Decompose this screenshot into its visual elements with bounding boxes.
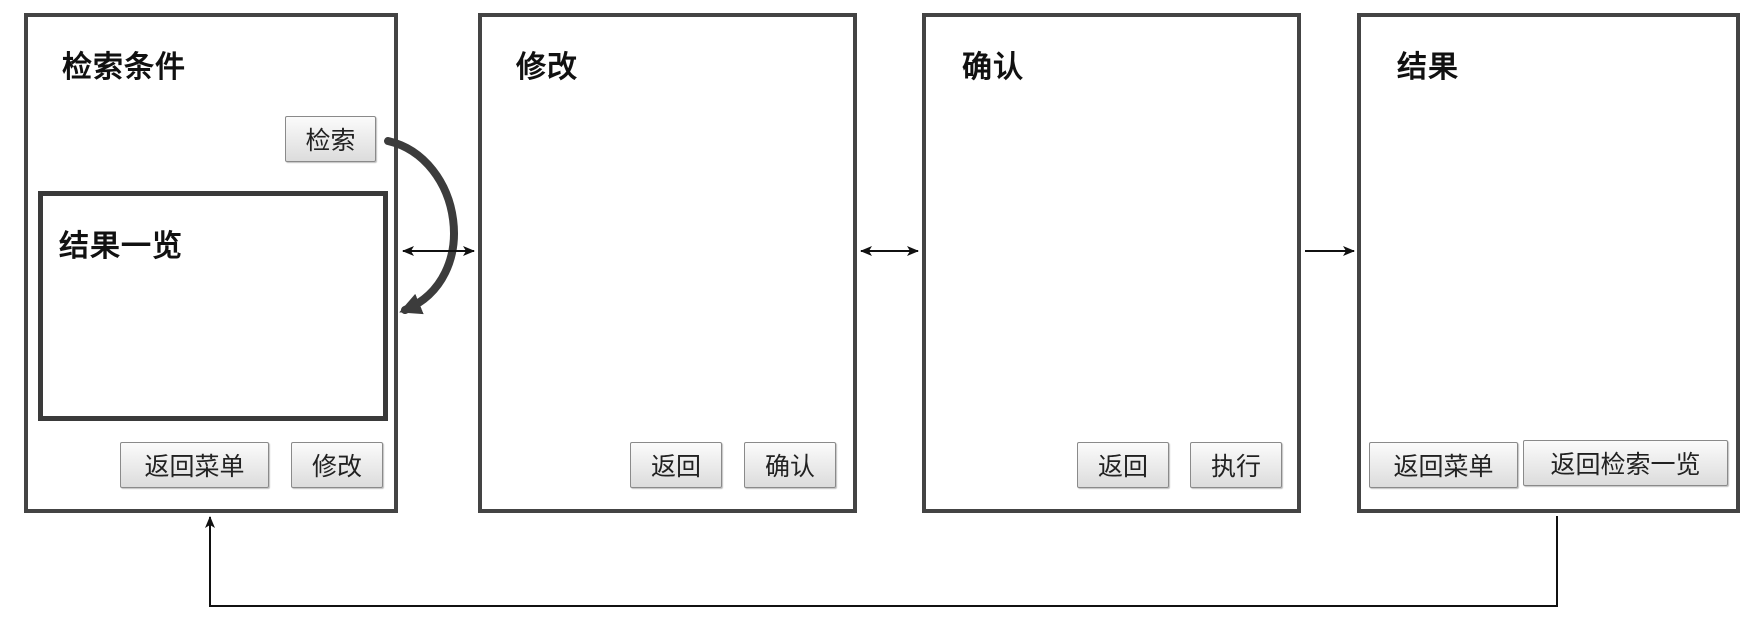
- modify-screen-title: 修改: [516, 50, 578, 85]
- results-list-title: 结果一览: [59, 229, 183, 264]
- execute-button[interactable]: 执行: [1190, 442, 1282, 488]
- search-screen-title: 检索条件: [62, 50, 186, 85]
- back-to-search-list-button[interactable]: 返回检索一览: [1523, 440, 1728, 486]
- results-list-panel: 结果一览: [38, 191, 388, 421]
- confirm-screen: 确认 返回 执行: [922, 13, 1301, 513]
- confirm-button[interactable]: 确认: [744, 442, 836, 488]
- back-button[interactable]: 返回: [1077, 442, 1169, 488]
- result-screen: 结果 返回菜单 返回检索一览: [1357, 13, 1740, 513]
- result-screen-title: 结果: [1397, 50, 1459, 85]
- search-button[interactable]: 检索: [285, 116, 376, 162]
- result-to-search-return-arrow: [205, 516, 1558, 607]
- modify-screen: 修改 返回 确认: [478, 13, 857, 513]
- back-to-menu-button[interactable]: 返回菜单: [120, 442, 269, 488]
- confirm-screen-title: 确认: [962, 50, 1024, 85]
- search-to-results-curved-arrow: [384, 137, 458, 315]
- back-to-menu-button[interactable]: 返回菜单: [1369, 442, 1518, 488]
- search-screen: 检索条件 检索 结果一览 返回菜单 修改: [24, 13, 398, 513]
- modify-button[interactable]: 修改: [291, 442, 383, 488]
- back-button[interactable]: 返回: [630, 442, 722, 488]
